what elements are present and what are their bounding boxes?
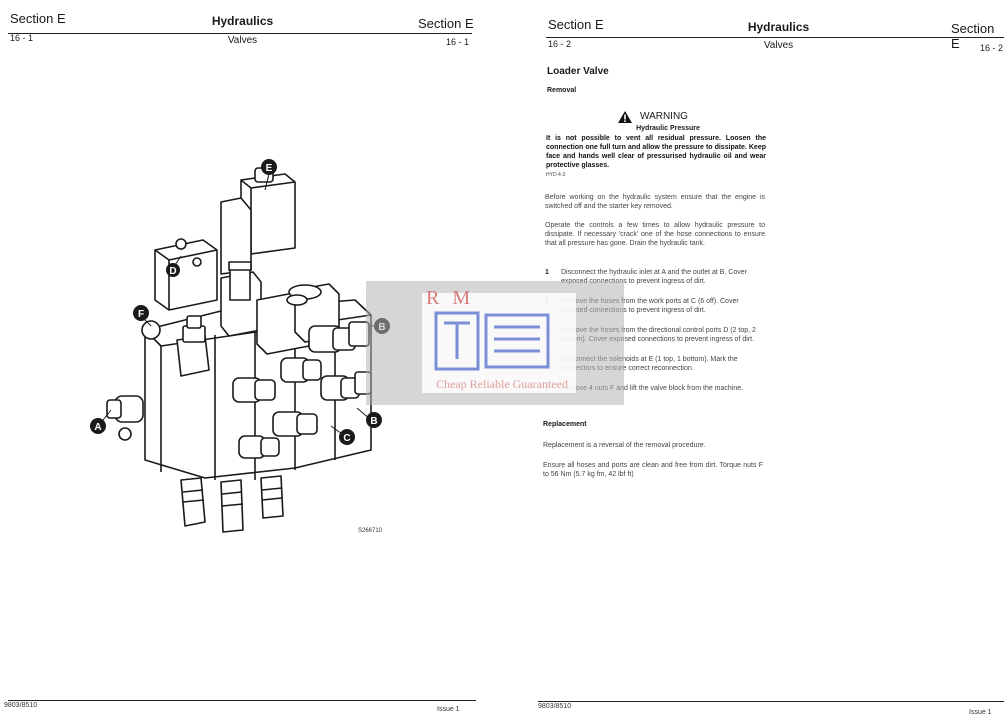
watermark-logo xyxy=(434,311,550,371)
warning-label: WARNING xyxy=(640,111,688,122)
left-page-number: 16 - 1 xyxy=(10,33,34,43)
right-page-number: 16 - 2 xyxy=(548,39,572,49)
right-footer-issue: Issue 1 xyxy=(969,709,992,716)
svg-text:F: F xyxy=(138,309,144,320)
right-footer-rule xyxy=(538,701,1004,702)
warning-icon xyxy=(618,111,632,123)
right-page-subtitle: Valves xyxy=(763,40,794,51)
replacement-paragraph-2: Ensure all hoses and ports are clean and… xyxy=(543,462,763,478)
left-page-title: Hydraulics xyxy=(211,14,274,28)
replacement-heading: Replacement xyxy=(543,421,587,428)
section-heading: Loader Valve xyxy=(547,66,609,77)
left-header-rule xyxy=(8,33,472,34)
left-footer-rule xyxy=(8,700,476,701)
callout-e: E xyxy=(261,159,277,175)
warning-title: Hydraulic Pressure xyxy=(636,125,700,132)
svg-text:A: A xyxy=(94,422,101,433)
right-page-number-right: 16 - 2 xyxy=(980,43,1004,53)
left-footer-code: 9803/8510 xyxy=(4,702,38,709)
left-page-subtitle: Valves xyxy=(227,35,258,46)
valve-block-illustration: E D F B B C A xyxy=(90,159,390,533)
callout-f: F xyxy=(133,305,149,321)
right-page: Section E Hydraulics Section E 16 - 2 Va… xyxy=(500,0,1004,724)
left-footer-issue: Issue 1 xyxy=(437,706,460,713)
warning-ref: HYD 4-3 xyxy=(546,172,566,178)
callout-d: D xyxy=(166,263,180,277)
watermark-tagline: Cheap Reliable Guaranteed xyxy=(436,377,568,391)
paragraph-2: Operate the controls a few times to allo… xyxy=(545,222,765,247)
left-page: Section E Hydraulics Section E 16 - 1 Va… xyxy=(0,0,500,724)
right-section-label: Section E xyxy=(548,17,604,32)
svg-text:C: C xyxy=(343,433,350,444)
right-section-label-right: Section E xyxy=(951,21,995,51)
removal-heading: Removal xyxy=(547,87,577,94)
right-footer-code: 9803/8510 xyxy=(538,703,572,710)
callout-c: C xyxy=(339,429,355,445)
figure-code: S266710 xyxy=(358,528,383,534)
paragraph-1: Before working on the hydraulic system e… xyxy=(545,194,765,210)
left-page-number-right: 16 - 1 xyxy=(446,37,470,47)
warning-body: It is not possible to vent all residual … xyxy=(546,135,766,169)
callout-a: A xyxy=(90,418,106,434)
left-section-label-right: Section E xyxy=(418,16,474,31)
svg-text:B: B xyxy=(370,416,377,427)
svg-text:E: E xyxy=(266,163,273,174)
right-page-title: Hydraulics xyxy=(747,20,810,34)
svg-text:D: D xyxy=(169,266,176,277)
right-header-rule xyxy=(546,37,1004,38)
callout-b-bottom: B xyxy=(366,412,382,428)
left-section-label: Section E xyxy=(10,11,66,26)
watermark-letters: R M xyxy=(426,287,475,309)
watermark: R M Cheap Reliable Guaranteed xyxy=(366,281,624,405)
replacement-paragraph-1: Replacement is a reversal of the removal… xyxy=(543,442,706,449)
